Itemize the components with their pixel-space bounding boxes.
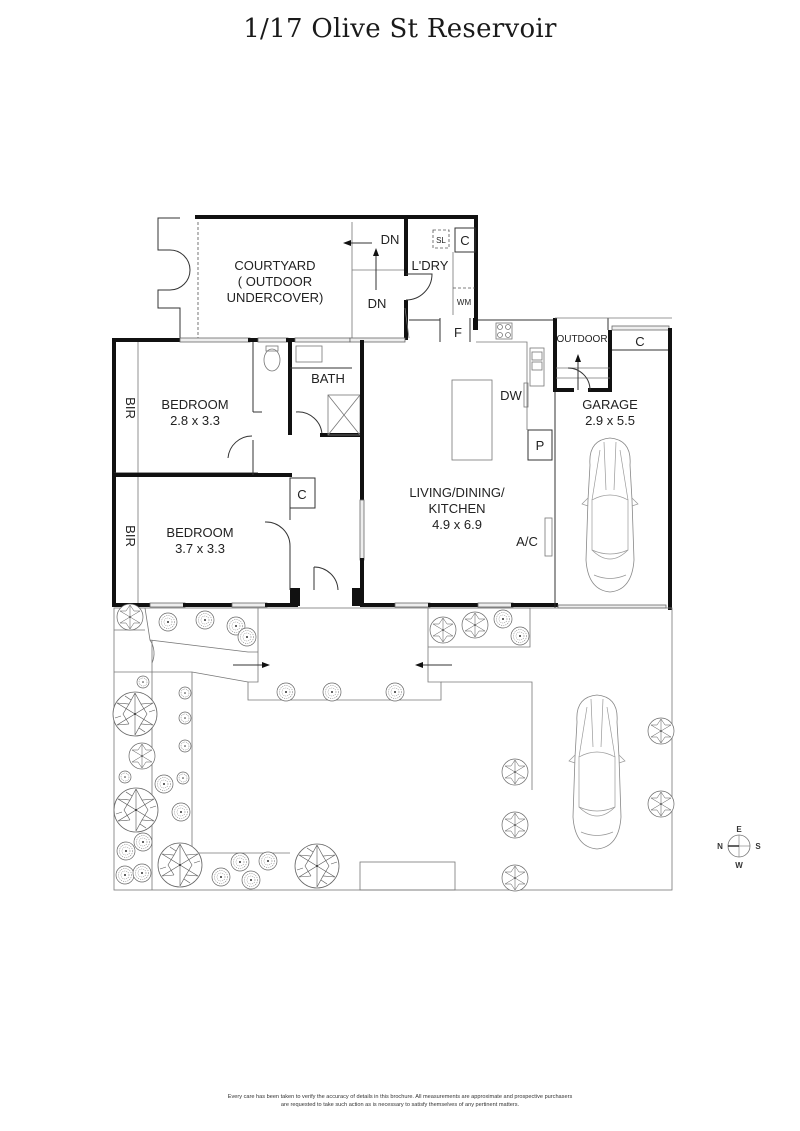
bedroom1-dims: 2.8 x 3.3 (170, 413, 220, 428)
shrub-icon (133, 832, 153, 852)
dishwasher-label: DW (500, 388, 522, 403)
cupboard-laundry-label: C (460, 233, 469, 248)
shrub-icon (116, 841, 136, 861)
garage-dims: 2.9 x 5.5 (585, 413, 635, 428)
bath-label: BATH (311, 371, 345, 386)
compass: E N S W (717, 825, 761, 870)
garage: OUTDOOR C GARAGE 2.9 x 5.5 (553, 317, 672, 610)
courtyard-label-line2: ( OUTDOOR (238, 274, 312, 289)
shrub-icon (118, 770, 132, 784)
fridge-label: F (454, 325, 462, 340)
tree-icon (128, 742, 156, 770)
shrub-icon (178, 711, 192, 725)
tree-icon (461, 611, 489, 639)
compass-south: S (755, 842, 761, 851)
tree-icon (113, 787, 159, 833)
bedroom2-dims: 3.7 x 3.3 (175, 541, 225, 556)
shrub-icon (211, 867, 231, 887)
disclaimer-line2: are requested to take such action as is … (280, 1101, 520, 1108)
yard (112, 603, 675, 892)
shrub-icon (195, 610, 215, 630)
shrub-icon (178, 686, 192, 700)
washing-machine-label: WM (457, 298, 472, 307)
tree-icon (116, 603, 144, 631)
bir-top-label: BIR (123, 397, 138, 419)
dn-label-bottom: DN (368, 296, 387, 311)
tree-icon (294, 843, 340, 889)
kitchen-island (451, 379, 493, 461)
shrub-icon (176, 771, 190, 785)
laundry: SL C WM L'DRY (404, 215, 478, 340)
shrub-icon (158, 612, 178, 632)
shrub-icon (154, 774, 174, 794)
courtyard-label-line3: UNDERCOVER) (227, 290, 324, 305)
dn-label-top: DN (381, 232, 400, 247)
tree-icon (647, 790, 675, 818)
shrub-icon (230, 852, 250, 872)
air-con-label: A/C (516, 534, 538, 549)
tree-icon (647, 717, 675, 745)
outdoor-label: OUTDOOR (556, 334, 607, 345)
tree-icon (501, 758, 529, 786)
courtyard: COURTYARD ( OUTDOOR UNDERCOVER) DN DN (157, 217, 405, 340)
shrub-icon (510, 626, 530, 646)
laundry-label: L'DRY (412, 258, 449, 273)
bir-bottom-label: BIR (123, 525, 138, 547)
shrub-icon (136, 675, 150, 689)
tree-icon (501, 811, 529, 839)
cupboard-hall-label: C (297, 487, 306, 502)
tree-icon (501, 864, 529, 892)
shrub-icon (237, 627, 257, 647)
compass-north: N (717, 842, 723, 851)
tree-icon (112, 691, 158, 737)
sink-label: SL (436, 236, 446, 245)
shrub-icon (115, 865, 135, 885)
shrub-icon (385, 682, 405, 702)
tree-icon (157, 842, 203, 888)
car-driveway-icon (568, 694, 626, 850)
house-walls: C (112, 318, 558, 608)
tree-icon (429, 616, 457, 644)
disclaimer: Every care has been taken to verify the … (150, 1094, 650, 1109)
shrub-icon (276, 682, 296, 702)
shrub-icon (178, 739, 192, 753)
shrub-icon (322, 682, 342, 702)
shrub-icon (132, 863, 152, 883)
living-label-line1: LIVING/DINING/ (409, 485, 505, 500)
garage-label: GARAGE (582, 397, 638, 412)
disclaimer-line1: Every care has been taken to verify the … (227, 1094, 573, 1100)
page-title: 1/17 Olive St Reservoir (243, 14, 557, 44)
courtyard-label-line1: COURTYARD (234, 258, 315, 273)
compass-west: W (735, 861, 743, 870)
car-garage-icon (581, 437, 639, 593)
shrub-icon (493, 609, 513, 629)
shrub-icon (171, 802, 191, 822)
shrub-icon (241, 870, 261, 890)
cupboard-garage-label: C (635, 334, 644, 349)
pantry-label: P (536, 438, 545, 453)
bedroom1-label: BEDROOM (161, 397, 228, 412)
compass-east: E (736, 825, 742, 834)
shrub-icon (258, 851, 278, 871)
bedroom2-label: BEDROOM (166, 525, 233, 540)
living-label-line2: KITCHEN (428, 501, 485, 516)
living-dims: 4.9 x 6.9 (432, 517, 482, 532)
kitchen: F DW P A/C LIVING/DINING/ KITCHEN 4.9 x … (409, 322, 553, 557)
